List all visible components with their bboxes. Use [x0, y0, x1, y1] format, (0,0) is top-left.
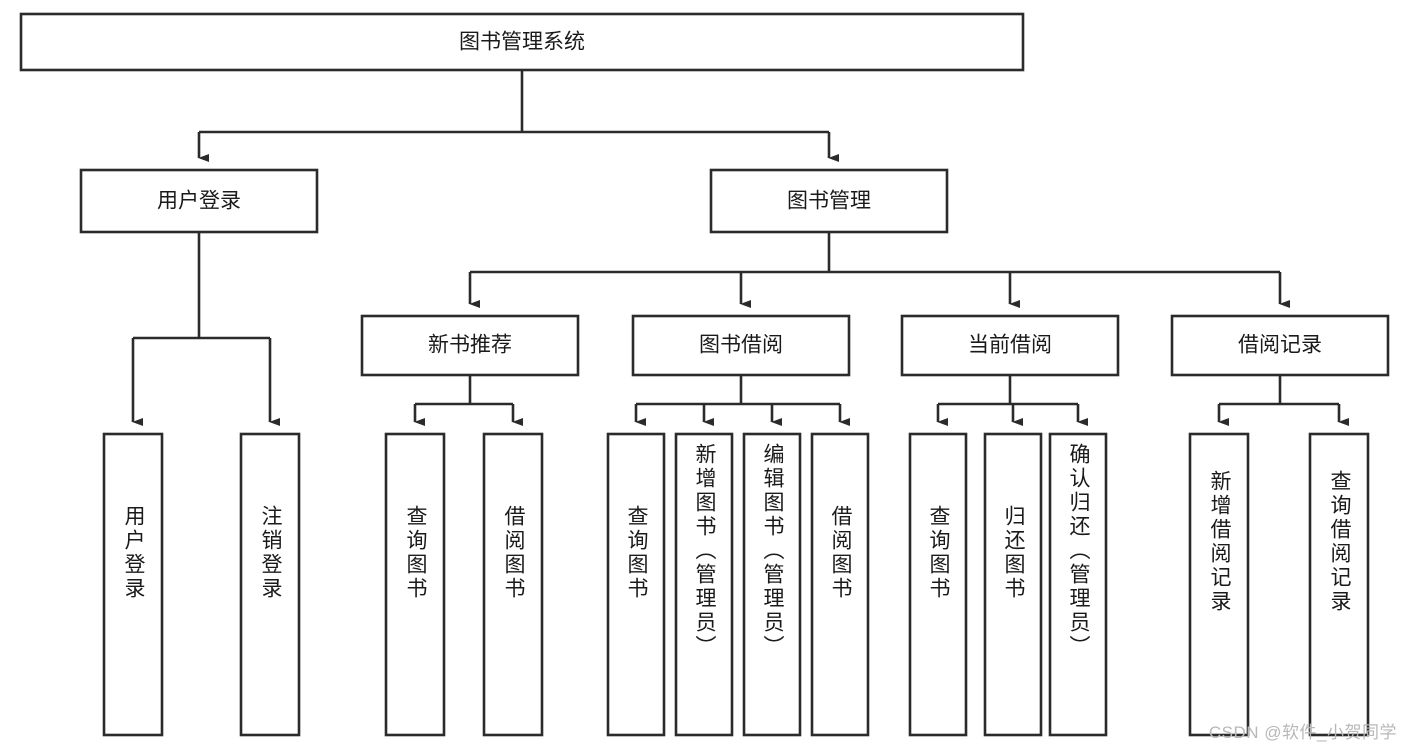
- node-label-user-login: 用户登录: [157, 190, 241, 213]
- node-box-leaf-confirm-return[interactable]: [1048, 432, 1108, 737]
- node-box-book-borrow[interactable]: [631, 314, 851, 377]
- node-box-new-book-recommend[interactable]: [360, 314, 580, 377]
- node-box-user-login[interactable]: [79, 168, 319, 234]
- node-layer: 图书管理系统 用户登录 图书管理 新书推荐 图书借阅 当前借阅 借阅记录: [19, 12, 1390, 737]
- node-box-leaf-user-login[interactable]: [102, 432, 164, 737]
- node-box-leaf-borrow-book-1[interactable]: [482, 432, 544, 737]
- node-label-current-borrow: 当前借阅: [968, 334, 1052, 357]
- node-label-new-book-recommend: 新书推荐: [428, 334, 512, 357]
- node-box-leaf-return-book[interactable]: [983, 432, 1043, 737]
- node-label-borrow-record: 借阅记录: [1238, 334, 1322, 357]
- node-box-leaf-borrow-book-2[interactable]: [810, 432, 870, 737]
- node-box-leaf-add-record[interactable]: [1188, 432, 1250, 737]
- node-box-borrow-record[interactable]: [1170, 314, 1390, 377]
- node-label-book-borrow: 图书借阅: [699, 334, 783, 357]
- node-box-leaf-query-book-2[interactable]: [606, 432, 666, 737]
- csdn-watermark: CSDN @软件_小贺同学: [1208, 723, 1397, 742]
- node-box-leaf-add-book[interactable]: [674, 432, 734, 737]
- node-box-leaf-query-book-1[interactable]: [384, 432, 446, 737]
- node-box-leaf-query-record[interactable]: [1308, 432, 1370, 737]
- node-box-leaf-edit-book[interactable]: [742, 432, 802, 737]
- node-box-leaf-query-book-3[interactable]: [908, 432, 968, 737]
- node-box-current-borrow[interactable]: [900, 314, 1120, 377]
- node-label-book-manage: 图书管理: [787, 190, 871, 213]
- connector-layer: [131, 70, 1350, 427]
- node-box-root[interactable]: [19, 12, 1025, 72]
- node-box-book-manage[interactable]: [709, 168, 949, 234]
- node-box-leaf-logout[interactable]: [239, 432, 301, 737]
- node-label-root: 图书管理系统: [459, 31, 585, 54]
